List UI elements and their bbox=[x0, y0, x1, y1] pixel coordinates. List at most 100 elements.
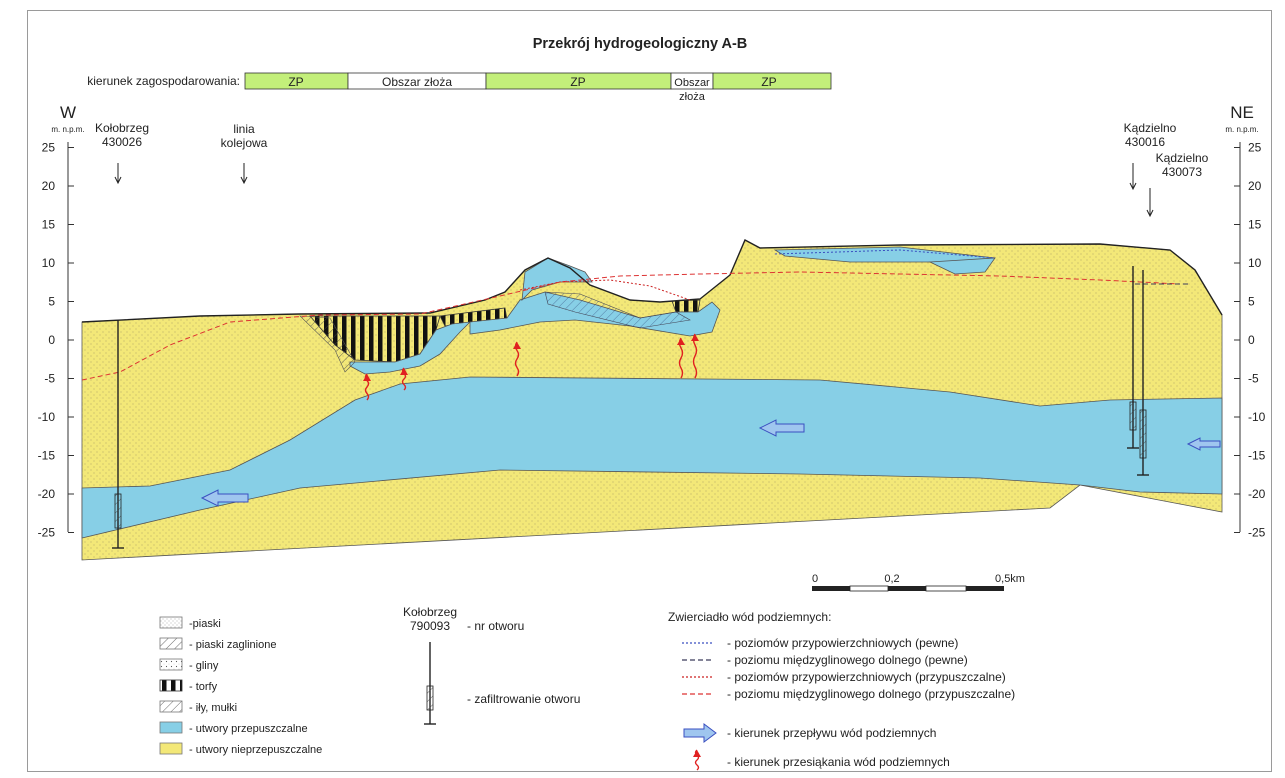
legend-label-ily: - iły, mułki bbox=[189, 702, 237, 714]
legend-water-title: Zwierciadło wód podziemnych: bbox=[668, 610, 831, 624]
axis-tick-right: -25 bbox=[1248, 526, 1266, 540]
flow-arrow-1 bbox=[200, 489, 249, 507]
legend-swatch-przepuszczalne bbox=[159, 721, 183, 734]
land-use-text-zp-3: ZP bbox=[761, 75, 776, 89]
land-use-bar bbox=[244, 72, 832, 90]
ground-surface bbox=[81, 239, 1223, 323]
figure-frame bbox=[27, 10, 1272, 772]
axis-tick-left: -15 bbox=[38, 449, 56, 463]
legend-water-label-3: - poziomów przypowierzchniowych (przypus… bbox=[727, 670, 1006, 684]
legend-swatch-gliny bbox=[159, 658, 183, 671]
well-2-number: 430016 bbox=[1125, 135, 1165, 149]
legend-label-przepuszczalne: - utwory przepuszczalne bbox=[189, 723, 308, 735]
well-kadzielno-430073 bbox=[1137, 188, 1154, 476]
seepage-arrow bbox=[400, 367, 408, 391]
land-use-text-zp-1: ZP bbox=[288, 75, 303, 89]
legend-well-number: 790093 bbox=[410, 619, 450, 633]
land-use-text-zp-2: ZP bbox=[570, 75, 585, 89]
railway-label-1: linia bbox=[233, 122, 255, 136]
axis-tick-left: 20 bbox=[42, 179, 56, 193]
legend-label-piaski: -piaski bbox=[189, 618, 221, 630]
axis-tick-left: 5 bbox=[48, 295, 55, 309]
water-level-surface-certain bbox=[774, 249, 996, 259]
figure-title: Przekrój hydrogeologiczny A-B bbox=[533, 36, 748, 52]
axis-tick-right: -10 bbox=[1248, 410, 1266, 424]
legend-water-lines bbox=[682, 642, 712, 695]
well-kadzielno-430016 bbox=[1127, 163, 1139, 449]
direction-northeast: NE bbox=[1230, 103, 1254, 122]
right-lake bbox=[928, 257, 996, 275]
legend-flow-arrow-icon bbox=[683, 723, 717, 743]
hatched-wedge-left bbox=[299, 315, 356, 373]
legend-swatch-piaski-zaglinione bbox=[159, 637, 183, 650]
shallow-lens-1 bbox=[349, 321, 472, 375]
scale-label-05km: 0,5km bbox=[995, 573, 1025, 585]
axis-tick-right: 0 bbox=[1248, 333, 1255, 347]
well-1-name: Kołobrzeg bbox=[95, 121, 149, 135]
axis-tick-right: 25 bbox=[1248, 141, 1262, 155]
axis-tick-right: -5 bbox=[1248, 372, 1259, 386]
axis-tick-right: -15 bbox=[1248, 449, 1266, 463]
seepage-arrow bbox=[693, 749, 701, 771]
land-use-segment-zp-3 bbox=[712, 72, 832, 90]
axis-unit-left: m. n.p.m. bbox=[51, 125, 84, 134]
legend-water-label-4: - poziomu międzyglinowego dolnego (przyp… bbox=[727, 687, 1015, 701]
axis-tick-left: -20 bbox=[38, 487, 56, 501]
axis-tick-right: 20 bbox=[1248, 179, 1262, 193]
well-1-number: 430026 bbox=[102, 135, 142, 149]
scale-bar bbox=[812, 585, 1004, 592]
axis-tick-right: 10 bbox=[1248, 256, 1262, 270]
water-level-lower-probable bbox=[81, 271, 1181, 381]
axis-unit-right: m. n.p.m. bbox=[1225, 125, 1258, 134]
land-use-text-deposit-1: Obszar złoża bbox=[382, 75, 452, 89]
legend-water-label-1: - poziomów przypowierzchniowych (pewne) bbox=[727, 636, 958, 650]
legend-label-nieprzepuszczalne: - utwory nieprzepuszczalne bbox=[189, 744, 322, 756]
axis-tick-right: 15 bbox=[1248, 218, 1262, 232]
legend-water-label-2: - poziomu międzyglinowego dolnego (pewne… bbox=[727, 653, 968, 667]
legend-swatch-ily bbox=[159, 700, 183, 713]
axis-tick-left: -25 bbox=[38, 526, 56, 540]
axis-tick-left: 25 bbox=[42, 141, 56, 155]
legend-seep-label: - kierunek przesiąkania wód podziemnych bbox=[727, 755, 950, 769]
right-axis: 25 20 15 10 5 0 -5 -10 -15 -20 -25 bbox=[1234, 141, 1266, 540]
hatched-lens-1 bbox=[544, 291, 691, 329]
legend-well-filter-label: - zafiltrowanie otworu bbox=[467, 692, 580, 706]
legend-seep-arrow-icon bbox=[693, 749, 701, 771]
legend-lithology bbox=[159, 616, 183, 755]
legend-flow-label: - kierunek przepływu wód podziemnych bbox=[727, 726, 936, 740]
axis-tick-left: 0 bbox=[48, 333, 55, 347]
well-3-number: 430073 bbox=[1162, 165, 1202, 179]
railway-label-2: kolejowa bbox=[221, 136, 268, 150]
axis-tick-right: -20 bbox=[1248, 487, 1266, 501]
axis-tick-right: 5 bbox=[1248, 295, 1255, 309]
well-kolobrzeg-430026 bbox=[112, 163, 124, 549]
legend-label-torfy: - torfy bbox=[189, 681, 218, 693]
legend-swatch-torfy bbox=[159, 679, 183, 692]
flow-arrow-2 bbox=[758, 419, 805, 437]
legend-label-gliny: - gliny bbox=[189, 660, 219, 672]
seepage-arrow bbox=[513, 341, 521, 377]
peat-lens-3 bbox=[671, 299, 701, 313]
direction-west: W bbox=[60, 103, 76, 122]
permeable-aquifer bbox=[81, 376, 1223, 539]
axis-tick-left: -10 bbox=[38, 410, 56, 424]
water-level-surface-probable bbox=[519, 279, 691, 301]
seepage-arrow bbox=[363, 373, 371, 401]
land-use-text-deposit-2: Obszar bbox=[674, 77, 710, 89]
legend-well-nr-label: - nr otworu bbox=[467, 619, 524, 633]
scale-label-02: 0,2 bbox=[884, 573, 899, 585]
scale-label-0: 0 bbox=[812, 573, 818, 585]
legend-label-piaski-zaglinione: - piaski zaglinione bbox=[189, 639, 276, 651]
axis-tick-left: 15 bbox=[42, 218, 56, 232]
legend-swatch-nieprzepuszczalne bbox=[159, 742, 183, 755]
land-use-text-deposit-2b: złoża bbox=[679, 91, 706, 103]
legend-well-name: Kołobrzeg bbox=[403, 605, 457, 619]
seepage-arrow bbox=[691, 333, 699, 379]
land-use-label: kierunek zagospodarowania: bbox=[87, 74, 240, 88]
well-2-name: Kądzielno bbox=[1124, 121, 1177, 135]
seepage-arrows bbox=[363, 333, 699, 401]
railway-marker bbox=[240, 163, 248, 185]
legend-well-symbol bbox=[424, 642, 436, 725]
